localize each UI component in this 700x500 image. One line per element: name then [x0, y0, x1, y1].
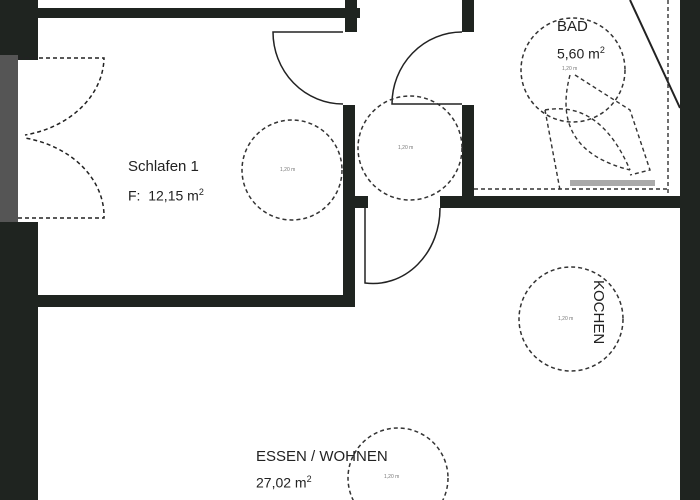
wall-bedroom-bottom [30, 295, 355, 307]
area-value: 12,15 m [148, 187, 199, 204]
room-area-schlafen: F: 12,15 m2 [128, 187, 204, 204]
area-sup: 2 [306, 474, 312, 484]
area-value: 27,02 m [256, 474, 307, 491]
area-value: 5,60 m [557, 45, 600, 62]
area-sup: 2 [198, 187, 204, 197]
turning-circle-label: 1,20 m [384, 474, 400, 480]
room-name-bad: BAD [557, 18, 588, 35]
wall-right [680, 0, 700, 500]
window-left [0, 55, 18, 225]
room-area-essen-wohnen: 27,02 m2 [256, 474, 312, 491]
wall-bath-bottom [440, 196, 685, 208]
room-name-schlafen: Schlafen 1 [128, 158, 199, 175]
turning-circle-label: 1,20 m [562, 66, 578, 72]
turning-circle-label: 1,20 m [280, 167, 296, 173]
room-name-essen-wohnen: ESSEN / WOHNEN [256, 448, 388, 465]
room-area-bad: 5,60 m2 [557, 45, 605, 62]
turning-circle-label: 1,20 m [398, 145, 414, 151]
room-name-kochen: KOCHEN [590, 280, 607, 345]
wall-top [30, 8, 360, 18]
area-prefix: F: [128, 187, 141, 204]
wall-bath-left [462, 105, 474, 200]
area-sup: 2 [599, 45, 605, 55]
wall-left-bottom [0, 222, 38, 500]
turning-circle-label: 1,20 m [558, 316, 574, 322]
